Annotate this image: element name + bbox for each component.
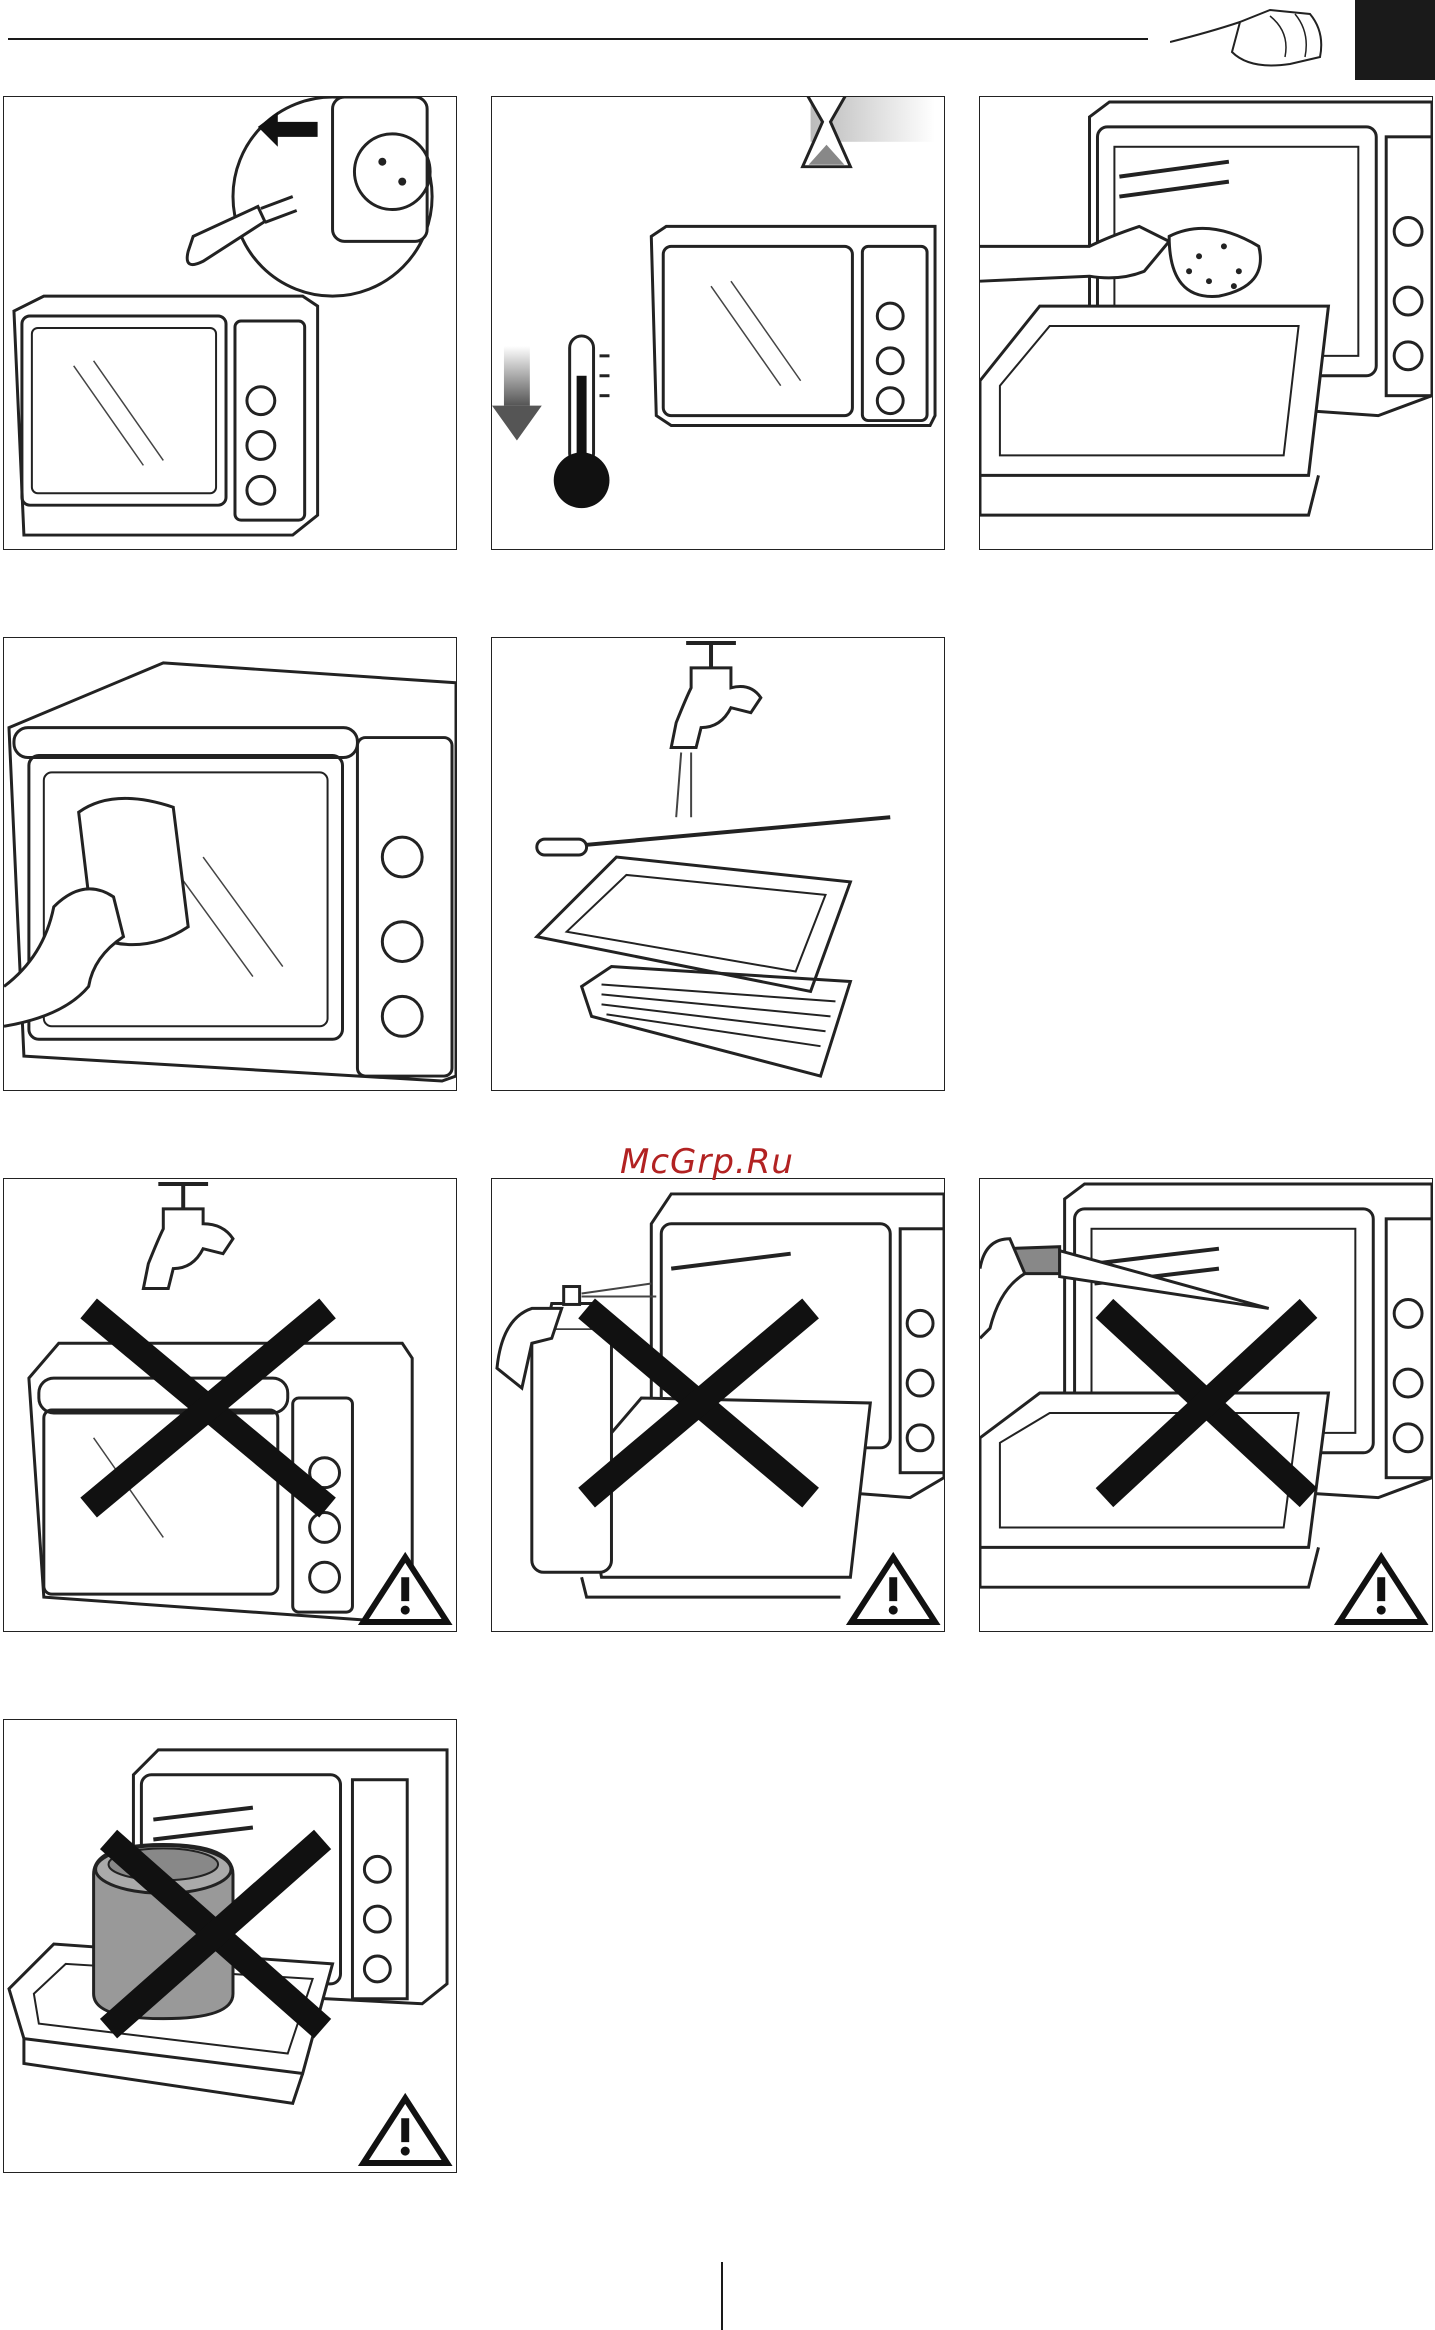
panel-no-water [3,1178,457,1632]
panel-unplug [3,96,457,550]
faucet-accessories-icon [492,638,944,1090]
spray-can-icon [492,1179,944,1631]
sponge-wipe-icon [980,97,1432,549]
panel-wipe-inside [979,96,1433,550]
header-rule [8,38,1148,40]
watermark-text: McGrp.Ru [620,1142,794,1182]
panel-no-container [3,1719,457,2173]
panel-no-spray [491,1178,945,1632]
panel-wash-accessories [491,637,945,1091]
footer-rule [721,2262,723,2330]
panel-wipe-door [3,637,457,1091]
warning-triangle-icon [1339,1557,1423,1622]
container-icon [4,1720,456,2172]
warning-triangle-icon [851,1557,935,1622]
hand-wiping-cloth-icon [1170,2,1330,77]
warning-triangle-icon [363,2098,447,2163]
faucet-oven-icon [4,1179,456,1631]
page-corner-tab [1355,0,1435,80]
cloth-wipe-icon [4,638,456,1090]
knife-icon [980,1179,1432,1631]
unplug-socket-icon [4,97,456,549]
hourglass-thermometer-icon [492,97,944,549]
panel-no-knife [979,1178,1433,1632]
panel-cool-down [491,96,945,550]
